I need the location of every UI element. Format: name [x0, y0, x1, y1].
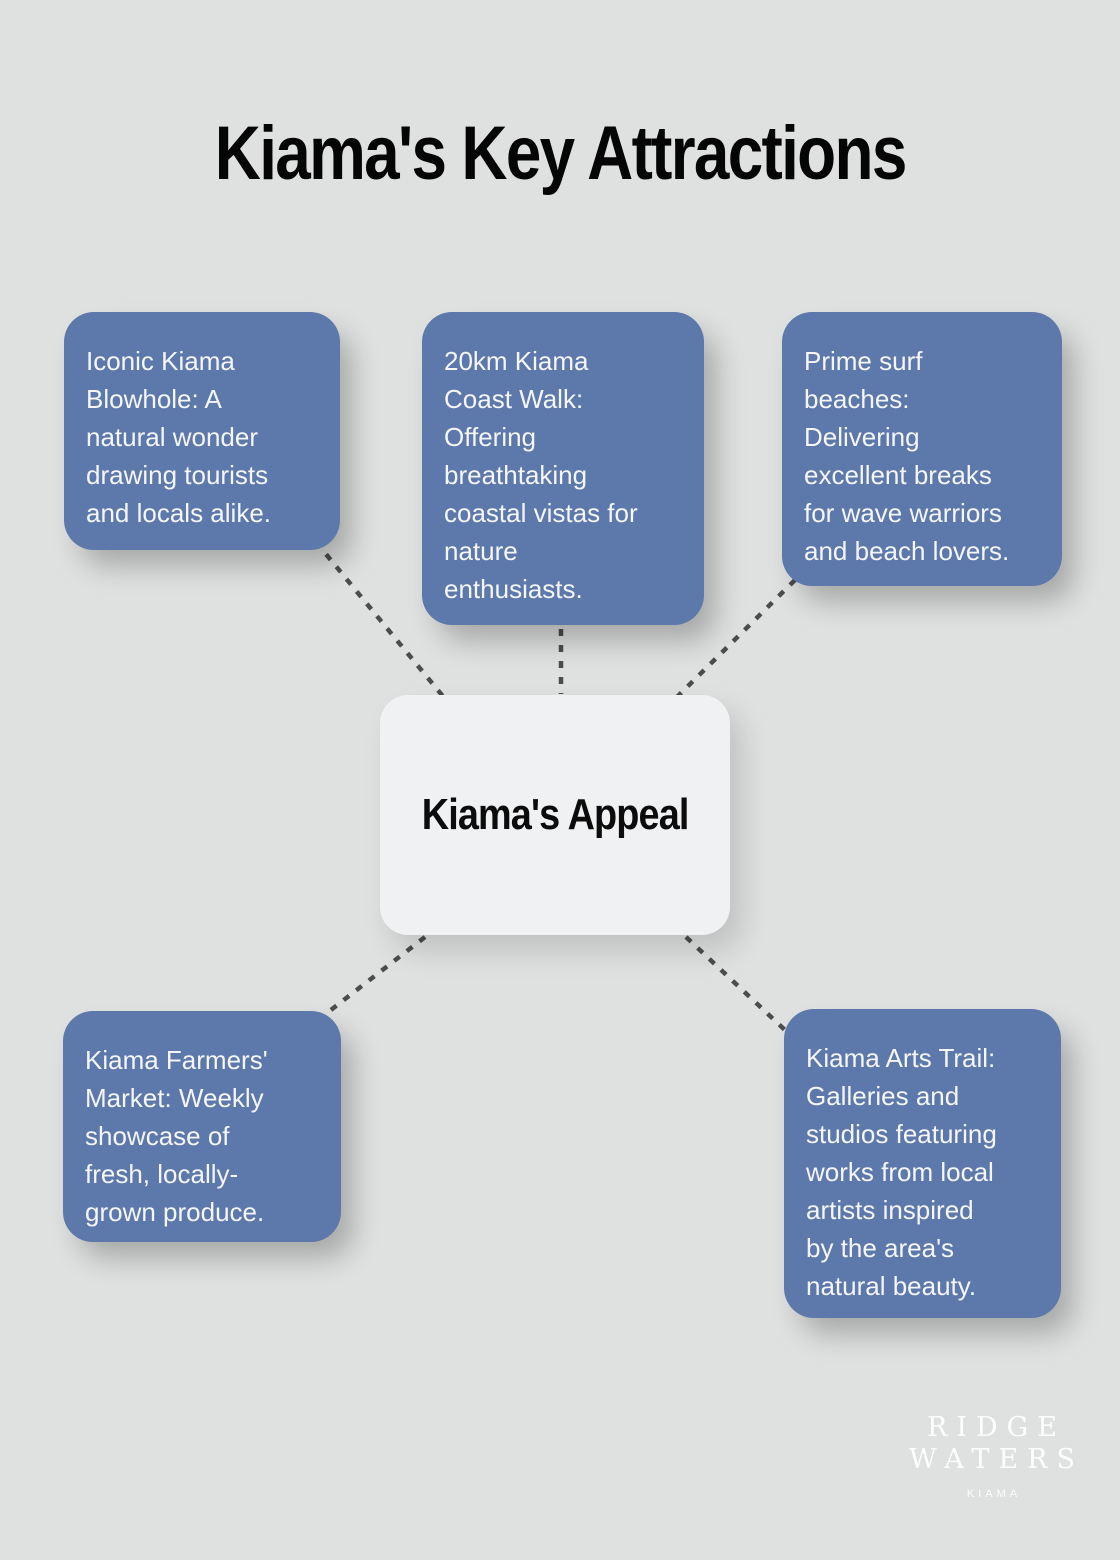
attraction-card-surf-beaches: Prime surf beaches: Delivering excellent…	[782, 312, 1062, 586]
attraction-card-blowhole-text: Iconic Kiama Blowhole: A natural wonder …	[86, 346, 271, 528]
logo-word-waters: WATERS	[909, 1444, 1084, 1475]
connector-farmers-line	[325, 935, 427, 1015]
logo-word-kiama: KIAMA	[966, 1488, 1022, 1500]
attraction-card-coast-walk: 20km Kiama Coast Walk: Offering breathta…	[422, 312, 704, 625]
central-node-label: Kiama's Appeal	[421, 790, 690, 839]
attraction-card-arts-trail-text: Kiama Arts Trail: Galleries and studios …	[806, 1043, 997, 1301]
attraction-card-farmers-market: Kiama Farmers' Market: Weekly showcase o…	[63, 1011, 341, 1242]
page-title: Kiama's Key Attractions	[0, 108, 1120, 200]
central-node-kiamas-appeal: Kiama's Appeal	[380, 695, 730, 935]
attraction-card-coast-walk-text: 20km Kiama Coast Walk: Offering breathta…	[444, 346, 638, 604]
connector-arts-line	[684, 935, 788, 1033]
ridge-waters-logo: RIDGE WATERS KIAMA	[892, 1412, 1092, 1500]
attraction-card-arts-trail: Kiama Arts Trail: Galleries and studios …	[784, 1009, 1061, 1318]
page-title-text: Kiama's Key Attractions	[214, 111, 908, 196]
attraction-card-blowhole: Iconic Kiama Blowhole: A natural wonder …	[64, 312, 340, 550]
logo-word-ridge: RIDGE	[927, 1412, 1066, 1443]
attraction-card-surf-beaches-text: Prime surf beaches: Delivering excellent…	[804, 346, 1010, 566]
attraction-card-farmers-market-text: Kiama Farmers' Market: Weekly showcase o…	[85, 1045, 268, 1227]
